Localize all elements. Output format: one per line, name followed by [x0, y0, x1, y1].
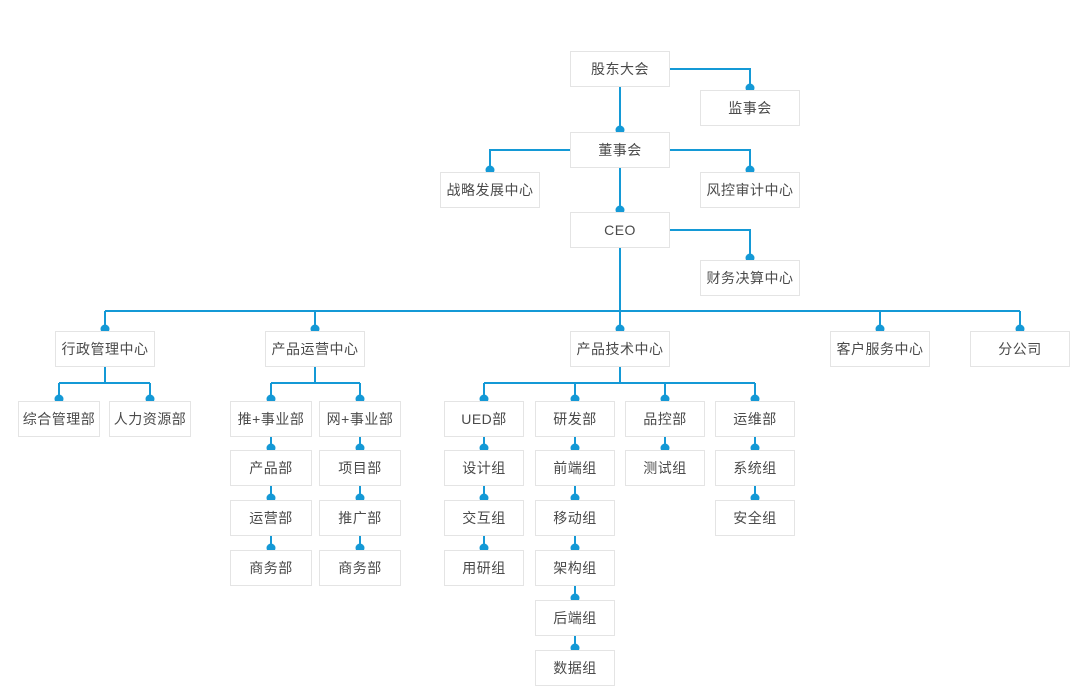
node-user-research-team: 用研组 — [444, 550, 524, 586]
node-security-team: 安全组 — [715, 500, 795, 536]
node-risk-audit-center: 风控审计中心 — [700, 172, 800, 208]
node-branch-company: 分公司 — [970, 331, 1070, 367]
node-rd-dept: 研发部 — [535, 401, 615, 437]
node-product-technology-center: 产品技术中心 — [570, 331, 670, 367]
node-shareholders-meeting: 股东大会 — [570, 51, 670, 87]
node-backend-team: 后端组 — [535, 600, 615, 636]
node-frontend-team: 前端组 — [535, 450, 615, 486]
node-testing-team: 测试组 — [625, 450, 705, 486]
node-mobile-team: 移动组 — [535, 500, 615, 536]
node-customer-service-center: 客户服务中心 — [830, 331, 930, 367]
node-project-dept: 项目部 — [319, 450, 401, 486]
node-general-management-dept: 综合管理部 — [18, 401, 100, 437]
node-business-dept-tui: 商务部 — [230, 550, 312, 586]
node-board-of-directors: 董事会 — [570, 132, 670, 168]
node-human-resources-dept: 人力资源部 — [109, 401, 191, 437]
node-strategic-development-center: 战略发展中心 — [440, 172, 540, 208]
node-operation-dept: 运营部 — [230, 500, 312, 536]
node-admin-management-center: 行政管理中心 — [55, 331, 155, 367]
node-promotion-dept: 推广部 — [319, 500, 401, 536]
node-architecture-team: 架构组 — [535, 550, 615, 586]
node-product-dept: 产品部 — [230, 450, 312, 486]
node-product-operation-center: 产品运营中心 — [265, 331, 365, 367]
node-business-dept-wang: 商务部 — [319, 550, 401, 586]
admin-sub-connectors — [58, 367, 151, 399]
top-connectors — [489, 68, 751, 311]
node-data-team: 数据组 — [535, 650, 615, 686]
node-supervisory-board: 监事会 — [700, 90, 800, 126]
node-wang-business-dept: 网+事业部 — [319, 401, 401, 437]
node-system-team: 系统组 — [715, 450, 795, 486]
node-ceo: CEO — [570, 212, 670, 248]
node-interaction-team: 交互组 — [444, 500, 524, 536]
node-ued-dept: UED部 — [444, 401, 524, 437]
node-quality-control-dept: 品控部 — [625, 401, 705, 437]
node-ops-maintenance-dept: 运维部 — [715, 401, 795, 437]
node-design-team: 设计组 — [444, 450, 524, 486]
node-financial-settlement-center: 财务决算中心 — [700, 260, 800, 296]
node-tui-business-dept: 推+事业部 — [230, 401, 312, 437]
